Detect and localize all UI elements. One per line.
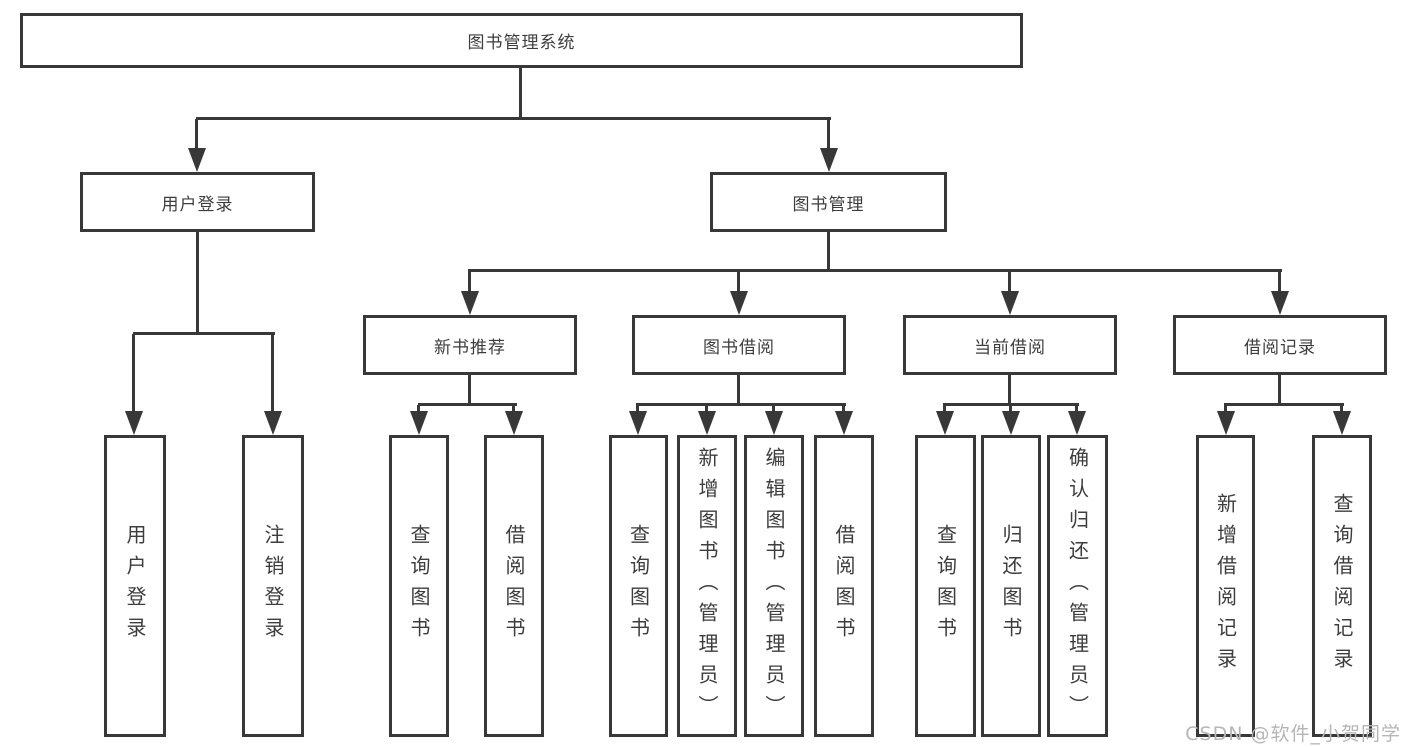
connector-new-book-rec-bus	[418, 403, 517, 406]
csdn-watermark: CSDN @软件_小贺同学	[1185, 723, 1401, 745]
leaf-logout-label: 注销登录	[261, 524, 285, 648]
connector-l2-bus	[196, 117, 831, 120]
leaf-br-add-label: 新增借阅记录	[1213, 493, 1238, 679]
connector-l3-bus	[468, 269, 1282, 272]
connector-arrow-new-book-rec	[461, 271, 479, 315]
connector-book-borrow-stub	[737, 375, 740, 406]
connector-borrow-records-stub	[1278, 375, 1281, 406]
connector-arrow-bb-edit	[765, 405, 783, 435]
leaf-cb-query-label: 查询图书	[933, 524, 958, 648]
connector-arrow-nb-query	[410, 405, 428, 435]
leaf-cb-return: 归还图书	[981, 435, 1041, 737]
connector-arrow-current-borrow	[1001, 271, 1019, 315]
connector-arrow-cb-query	[936, 405, 954, 435]
connector-current-borrow-bus	[943, 403, 1079, 406]
connector-root-stub	[519, 68, 522, 120]
connector-arrow-book-mgmt	[820, 119, 838, 172]
connector-arrow-bb-query	[629, 405, 647, 435]
connector-borrow-records-bus	[1224, 403, 1344, 406]
connector-arrow-leaf-logout	[264, 334, 282, 435]
leaf-br-query: 查询借阅记录	[1312, 435, 1372, 737]
node-user-login: 用户登录	[80, 172, 315, 232]
leaf-br-add: 新增借阅记录	[1196, 435, 1255, 737]
node-root: 图书管理系统	[20, 13, 1023, 68]
leaf-user-login: 用户登录	[104, 435, 166, 737]
connector-arrow-br-add	[1217, 405, 1235, 435]
connector-arrow-leaf-user-login	[125, 334, 143, 435]
node-book-borrow-label: 图书借阅	[703, 337, 775, 358]
leaf-logout: 注销登录	[242, 435, 304, 737]
connector-arrow-borrow-records	[1271, 271, 1289, 315]
connector-current-borrow-stub	[1008, 375, 1011, 406]
node-current-borrow: 当前借阅	[903, 315, 1117, 375]
leaf-bb-query-label: 查询图书	[626, 524, 651, 648]
node-new-book-rec: 新书推荐	[363, 315, 577, 375]
connector-arrow-br-query	[1333, 405, 1351, 435]
leaf-bb-borrow: 借阅图书	[814, 435, 874, 737]
node-borrow-records: 借阅记录	[1173, 315, 1387, 375]
leaf-user-login-label: 用户登录	[123, 524, 147, 648]
node-book-mgmt: 图书管理	[710, 172, 947, 232]
leaf-cb-confirm: 确认归还（管理员）	[1047, 435, 1108, 737]
connector-arrow-user-login	[188, 119, 206, 172]
connector-book-borrow-bus	[636, 403, 846, 406]
connector-arrow-cb-confirm	[1068, 405, 1086, 435]
leaf-bb-add-label: 新增图书（管理员）	[695, 446, 719, 726]
node-root-label: 图书管理系统	[467, 33, 576, 53]
connector-user-login-stub	[196, 232, 199, 335]
node-new-book-rec-label: 新书推荐	[434, 337, 506, 358]
leaf-bb-add: 新增图书（管理员）	[677, 435, 737, 737]
connector-new-book-rec-stub	[468, 375, 471, 406]
leaf-nb-query-label: 查询图书	[407, 524, 431, 648]
leaf-nb-borrow: 借阅图书	[484, 435, 544, 737]
connector-book-mgmt-stub	[827, 232, 830, 272]
leaf-cb-return-label: 归还图书	[999, 524, 1023, 648]
leaf-nb-borrow-label: 借阅图书	[502, 524, 526, 648]
connector-arrow-bb-borrow	[835, 405, 853, 435]
connector-arrow-book-borrow	[730, 271, 748, 315]
connector-arrow-cb-return	[1002, 405, 1020, 435]
node-book-borrow: 图书借阅	[632, 315, 846, 375]
node-user-login-label: 用户登录	[161, 194, 234, 215]
leaf-br-query-label: 查询借阅记录	[1330, 493, 1354, 679]
leaf-bb-edit-label: 编辑图书（管理员）	[762, 446, 786, 726]
connector-arrow-nb-borrow	[505, 405, 523, 435]
leaf-bb-query: 查询图书	[609, 435, 668, 737]
leaf-bb-edit: 编辑图书（管理员）	[744, 435, 804, 737]
node-borrow-records-label: 借阅记录	[1244, 337, 1316, 358]
leaf-cb-query: 查询图书	[915, 435, 976, 737]
leaf-cb-confirm-label: 确认归还（管理员）	[1065, 446, 1090, 726]
connector-user-login-bus	[133, 332, 275, 335]
connector-arrow-bb-add	[698, 405, 716, 435]
leaf-nb-query: 查询图书	[389, 435, 449, 737]
node-book-mgmt-label: 图书管理	[792, 194, 865, 215]
node-current-borrow-label: 当前借阅	[974, 337, 1046, 358]
leaf-bb-borrow-label: 借阅图书	[832, 524, 856, 648]
